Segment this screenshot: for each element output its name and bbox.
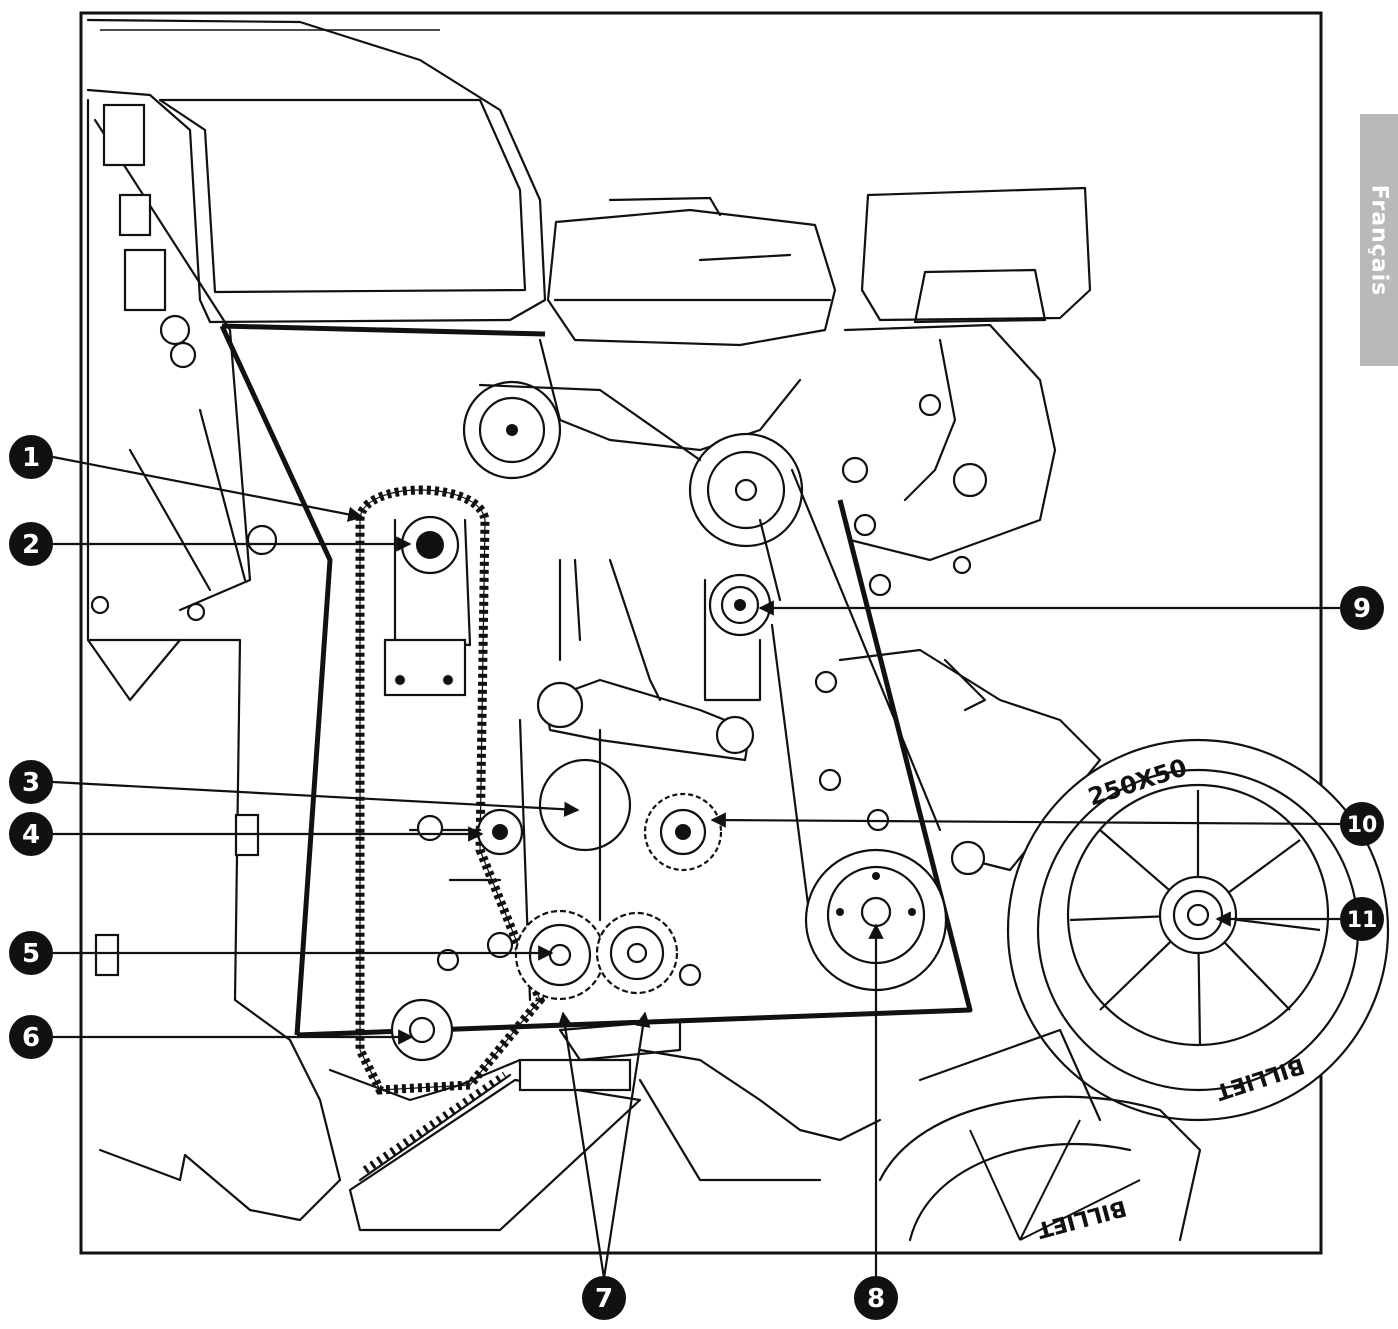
callout-number: 3	[22, 768, 40, 798]
callout-number: 7	[595, 1284, 613, 1314]
callout-number: 11	[1347, 908, 1378, 933]
language-tab-label: Français	[1366, 184, 1392, 296]
callout-number: 8	[867, 1284, 885, 1314]
callout-5: 5	[9, 931, 53, 975]
callout-number: 10	[1347, 813, 1378, 838]
callout-number: 1	[22, 443, 40, 473]
leader-lines	[52, 455, 1341, 1279]
language-tab[interactable]: Français	[1360, 114, 1398, 366]
callout-9: 9	[1340, 586, 1384, 630]
callout-8: 8	[854, 1276, 898, 1320]
callout-1: 1	[9, 435, 53, 479]
callout-number: 2	[22, 530, 40, 560]
callout-number: 5	[22, 939, 40, 969]
machine-drawing	[86, 18, 1390, 1242]
callout-4: 4	[9, 812, 53, 856]
callout-7: 7	[582, 1276, 626, 1320]
callout-number: 4	[22, 820, 40, 850]
callout-number: 9	[1353, 594, 1371, 624]
callout-6: 6	[9, 1015, 53, 1059]
rear-wheel-brand-marking: BILLIET	[1034, 1194, 1129, 1242]
diagram-frame	[79, 11, 1323, 1255]
callout-10: 10	[1340, 802, 1384, 846]
callout-3: 3	[9, 760, 53, 804]
callout-number: 6	[22, 1023, 40, 1053]
callout-11: 11	[1340, 897, 1384, 941]
callout-2: 2	[9, 522, 53, 566]
